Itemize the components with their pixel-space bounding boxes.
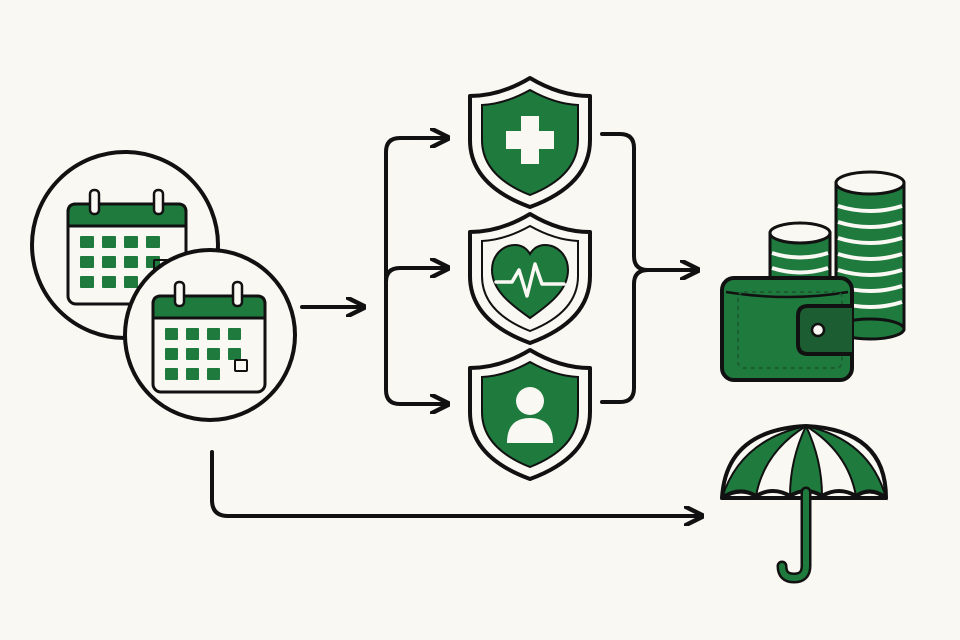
- medical-cross: [506, 116, 554, 164]
- wallet: [720, 276, 854, 382]
- split-connector: [384, 136, 442, 406]
- arrow-to-shield-health: [384, 268, 446, 284]
- wallet-coins-icon: [720, 170, 906, 382]
- person-head: [516, 387, 544, 415]
- person-body: [507, 418, 553, 443]
- pulse-line: [494, 262, 566, 298]
- shield-medical-cross-icon: [468, 76, 592, 209]
- umbrella-handle: [776, 486, 812, 584]
- calendar-front-node: [123, 248, 297, 422]
- brace-connector: [600, 132, 650, 404]
- calendar-icon: [151, 280, 267, 394]
- shield-person-icon: [468, 348, 592, 481]
- wallet-clasp: [810, 322, 826, 338]
- umbrella-icon: [720, 423, 888, 584]
- shield-heart-pulse-icon: [468, 212, 592, 345]
- arrow-to-umbrella: [210, 450, 700, 516]
